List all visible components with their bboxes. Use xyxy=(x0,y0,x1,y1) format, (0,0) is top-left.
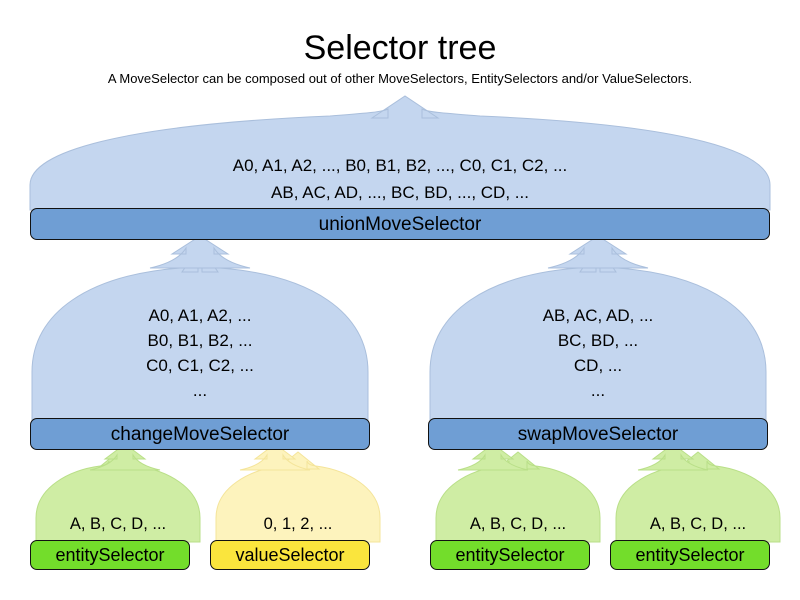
edge-swap-to-union-arrow xyxy=(547,235,649,269)
diagram-header: Selector tree A MoveSelector can be comp… xyxy=(0,0,800,87)
node-swap-move-selector-label: swapMoveSelector xyxy=(517,423,679,445)
change-entity-balloon-line: A, B, C, D, ... xyxy=(69,515,167,533)
edge-change-value-to-change-arrow xyxy=(239,443,311,471)
swap-entity-left-balloon-text: A, B, C, D, ... xyxy=(436,514,600,534)
union-balloon-text: A0, A1, A2, ..., B0, B1, B2, ..., C0, C1… xyxy=(30,152,770,206)
page-subtitle: A MoveSelector can be composed out of ot… xyxy=(107,71,693,86)
edge-swap-entity-left-to-swap-arrow xyxy=(457,443,529,471)
node-change-value-selector[interactable]: valueSelector xyxy=(210,540,370,570)
node-change-value-selector-label: valueSelector xyxy=(235,545,345,565)
swap-entity-right-balloon-line: A, B, C, D, ... xyxy=(649,515,747,533)
node-change-move-selector-label: changeMoveSelector xyxy=(110,423,290,445)
union-balloon-line: A0, A1, A2, ..., B0, B1, B2, ..., C0, C1… xyxy=(232,156,568,175)
change-balloon-line: B0, B1, B2, ... xyxy=(147,331,253,350)
change-value-balloon-line: 0, 1, 2, ... xyxy=(263,515,333,533)
swap-entity-left-balloon-shape xyxy=(435,451,601,543)
union-balloon-shape xyxy=(29,95,771,211)
node-union-move-selector-label: unionMoveSelector xyxy=(318,213,482,235)
node-change-entity-selector[interactable]: entitySelector xyxy=(30,540,190,570)
node-swap-entity-selector-right[interactable]: entitySelector xyxy=(610,540,770,570)
swap-entity-left-balloon-line: A, B, C, D, ... xyxy=(469,515,567,533)
node-union-move-selector[interactable]: unionMoveSelector xyxy=(30,208,770,240)
change-value-balloon-shape xyxy=(215,451,381,543)
change-balloon-text: A0, A1, A2, ... B0, B1, B2, ... C0, C1, … xyxy=(32,303,368,403)
swap-entity-right-balloon-text: A, B, C, D, ... xyxy=(616,514,780,534)
page-title: Selector tree xyxy=(303,29,497,67)
node-change-move-selector[interactable]: changeMoveSelector xyxy=(30,418,370,450)
change-entity-balloon-text: A, B, C, D, ... xyxy=(36,514,200,534)
swap-balloon-line: CD, ... xyxy=(573,356,623,375)
edge-change-to-union-arrow xyxy=(149,235,251,269)
change-balloon-line: ... xyxy=(192,381,208,400)
swap-balloon-line: AB, AC, AD, ... xyxy=(542,306,654,325)
change-value-balloon-text: 0, 1, 2, ... xyxy=(216,514,380,534)
change-balloon-line: A0, A1, A2, ... xyxy=(148,306,252,325)
swap-balloon-line: BC, BD, ... xyxy=(557,331,639,350)
change-balloon-line: C0, C1, C2, ... xyxy=(146,356,254,375)
node-swap-move-selector[interactable]: swapMoveSelector xyxy=(428,418,768,450)
node-swap-entity-selector-right-label: entitySelector xyxy=(635,545,745,565)
swap-entity-right-balloon-shape xyxy=(615,451,781,543)
swap-balloon-line: ... xyxy=(590,381,606,400)
swap-balloon-text: AB, AC, AD, ... BC, BD, ... CD, ... ... xyxy=(430,303,766,403)
edge-swap-entity-right-to-swap-arrow xyxy=(637,443,709,471)
edge-change-entity-to-change-arrow xyxy=(89,443,161,471)
node-swap-entity-selector-left[interactable]: entitySelector xyxy=(430,540,590,570)
union-balloon-line: AB, AC, AD, ..., BC, BD, ..., CD, ... xyxy=(271,183,529,202)
node-change-entity-selector-label: entitySelector xyxy=(55,545,165,565)
node-swap-entity-selector-left-label: entitySelector xyxy=(455,545,565,565)
